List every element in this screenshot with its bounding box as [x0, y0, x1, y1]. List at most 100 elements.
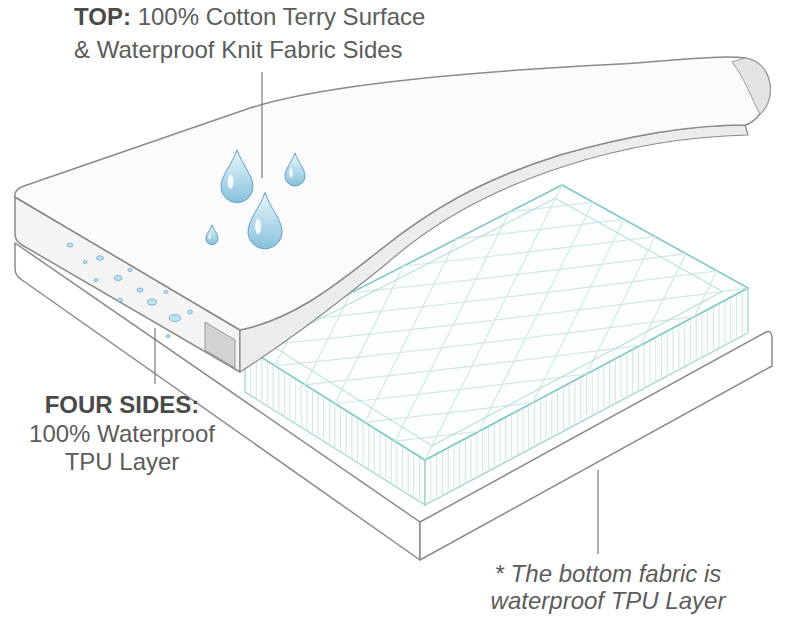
drop-highlight: [289, 169, 293, 178]
rib-line: [357, 418, 358, 463]
rib-line: [335, 404, 336, 449]
water-splashes: [67, 243, 193, 338]
rib-line: [368, 425, 369, 470]
rib-line: [684, 322, 685, 367]
rib-line: [284, 372, 285, 417]
rib-line: [667, 331, 668, 376]
rib-line: [523, 408, 524, 453]
rib-line: [494, 423, 495, 468]
splash: [97, 256, 104, 260]
label-text: 100% Waterproof TPU Layer: [29, 420, 215, 475]
rib-line: [340, 407, 341, 452]
splash: [164, 291, 168, 294]
quilt-line: [560, 206, 789, 620]
splash: [114, 276, 122, 281]
water-drop: [285, 153, 305, 186]
rib-line: [391, 439, 392, 484]
drop-body: [285, 153, 305, 186]
rib-line: [453, 445, 454, 490]
quilt-line: [245, 350, 809, 458]
rib-line: [534, 402, 535, 447]
drop-highlight: [255, 219, 261, 234]
rib-line: [673, 328, 674, 373]
rib-line: [273, 365, 274, 410]
rib-line: [261, 358, 262, 403]
splash: [118, 298, 123, 302]
rib-line: [551, 392, 552, 437]
rib-line: [696, 316, 697, 361]
rib-line: [419, 456, 420, 501]
water-drop: [206, 225, 218, 245]
cover-tag: [205, 322, 235, 368]
splash: [137, 288, 143, 292]
rib-line: [430, 457, 431, 502]
drop-body: [221, 150, 253, 203]
label-text: * The bottom fabric is waterproof TPU La…: [491, 560, 726, 614]
leader-line: [154, 328, 155, 384]
cover-top-surface: [15, 57, 770, 330]
rib-line: [592, 371, 593, 416]
rib-line: [603, 365, 604, 410]
leader-line: [597, 470, 598, 554]
rib-line: [290, 375, 291, 420]
rib-line: [730, 297, 731, 342]
rib-line: [574, 380, 575, 425]
callout-label: TOP:100% Cotton Terry Surface & Waterpro…: [74, 0, 446, 66]
rib-line: [402, 446, 403, 491]
rib-line: [301, 382, 302, 427]
rib-line: [621, 356, 622, 401]
rib-line: [569, 383, 570, 428]
quilt-line: [275, 366, 809, 476]
rib-line: [546, 396, 547, 441]
rib-line: [557, 389, 558, 434]
drop-body: [248, 193, 282, 249]
rib-line: [471, 435, 472, 480]
rib-line: [598, 368, 599, 413]
water-drop: [248, 193, 282, 249]
label-text: FOUR SIDES:: [45, 391, 200, 418]
splash: [169, 315, 181, 322]
callout-label: 100% Waterproof TPU Layer: [12, 420, 232, 476]
callout-label: FOUR SIDES:: [12, 390, 232, 420]
rib-line: [661, 334, 662, 379]
rib-line: [609, 362, 610, 407]
rib-line: [690, 319, 691, 364]
label-text: TOP:: [74, 3, 131, 30]
drop-body: [206, 225, 218, 245]
rib-line: [499, 420, 500, 465]
splash: [188, 310, 193, 314]
splash: [83, 261, 87, 264]
quilt-line: [215, 333, 809, 438]
rib-line: [436, 454, 437, 499]
rib-line: [580, 377, 581, 422]
quilt-line: [530, 190, 757, 620]
rib-line: [476, 432, 477, 477]
water-drops: [206, 150, 305, 249]
splash: [148, 299, 157, 305]
cover-curl-underside: [732, 58, 770, 114]
leader-line: [261, 72, 262, 178]
rib-line: [442, 451, 443, 496]
rib-line: [306, 386, 307, 431]
quilt-line: [471, 156, 695, 604]
rib-line: [615, 359, 616, 404]
rib-line: [363, 421, 364, 466]
quilt-line: [500, 173, 726, 620]
rib-line: [295, 379, 296, 424]
rib-line: [626, 353, 627, 398]
rib-line: [742, 291, 743, 336]
splash: [128, 269, 132, 272]
water-drop: [221, 150, 253, 203]
rib-line: [528, 405, 529, 450]
rib-line: [586, 374, 587, 419]
rib-line: [724, 300, 725, 345]
rib-line: [278, 368, 279, 413]
rib-line: [267, 361, 268, 406]
rib-line: [488, 426, 489, 471]
rib-line: [649, 340, 650, 385]
rib-line: [385, 435, 386, 480]
rib-line: [346, 411, 347, 456]
rib-line: [396, 442, 397, 487]
drop-highlight: [209, 234, 211, 239]
